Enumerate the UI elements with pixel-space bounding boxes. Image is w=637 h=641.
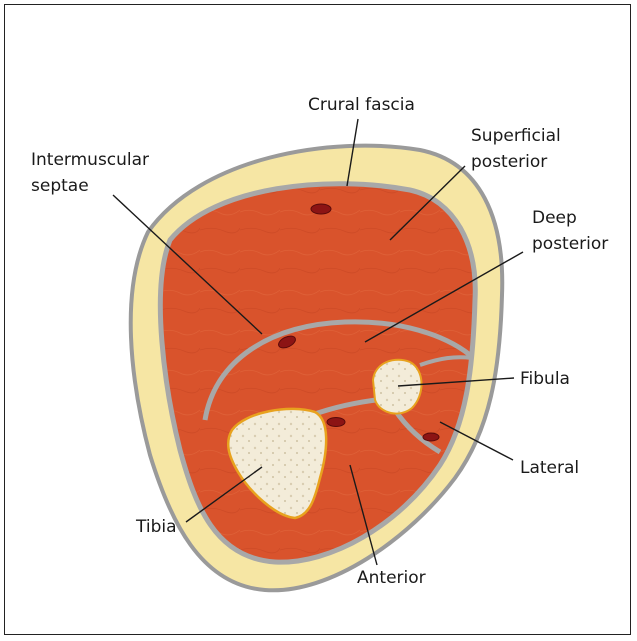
label-fibula: Fibula [520, 369, 570, 389]
label-tibia: Tibia [135, 517, 177, 537]
label-superficial-posterior-line1: Superficial [471, 126, 561, 146]
label-superficial-posterior-line2: posterior [471, 152, 547, 172]
fibula-bone [373, 360, 422, 414]
vessel-lateral [423, 433, 439, 441]
label-intermuscular-septae-line2: septae [31, 176, 89, 196]
vessel-anterior [327, 418, 345, 427]
vessel-superficial [311, 204, 331, 214]
label-lateral: Lateral [520, 458, 579, 478]
label-deep-posterior-line1: Deep [532, 208, 577, 228]
label-intermuscular-septae-line1: Intermuscular [31, 150, 149, 170]
label-anterior: Anterior [357, 568, 426, 588]
label-deep-posterior-line2: posterior [532, 234, 608, 254]
label-crural-fascia: Crural fascia [308, 95, 415, 115]
